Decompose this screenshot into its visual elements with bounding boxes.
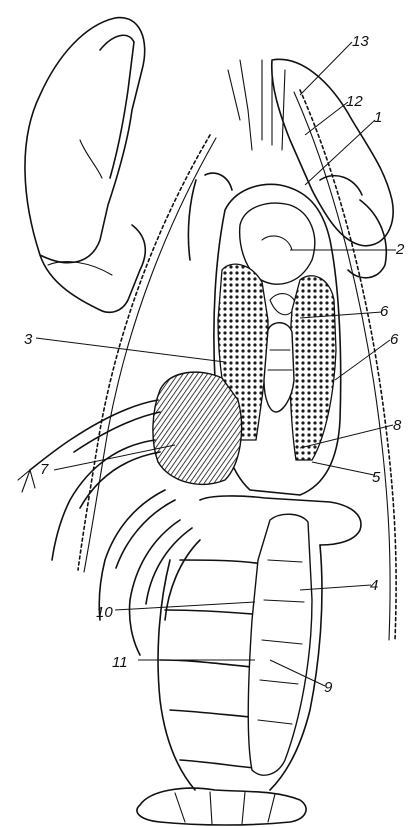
left-claw xyxy=(25,18,145,313)
label-12: 12 xyxy=(346,93,363,110)
tail-fan xyxy=(137,788,306,825)
label-2: 2 xyxy=(395,241,405,258)
label-10: 10 xyxy=(96,604,113,621)
heart xyxy=(264,323,294,412)
label-6a: 6 xyxy=(380,303,389,320)
label-5: 5 xyxy=(372,469,381,486)
label-11: 13 xyxy=(352,33,369,50)
label-6b: 6 xyxy=(390,331,399,348)
label-4: 4 xyxy=(370,577,378,594)
label-7: 7 xyxy=(40,461,49,478)
antennules xyxy=(228,60,285,150)
gills xyxy=(153,372,242,484)
left-antenna xyxy=(78,135,216,572)
label-3: 3 xyxy=(24,331,33,348)
label-9: 9 xyxy=(324,679,333,696)
label-13: 11 xyxy=(112,654,128,671)
label-1: 1 xyxy=(374,109,382,126)
label-8: 8 xyxy=(393,417,402,434)
abdomen xyxy=(158,496,361,790)
